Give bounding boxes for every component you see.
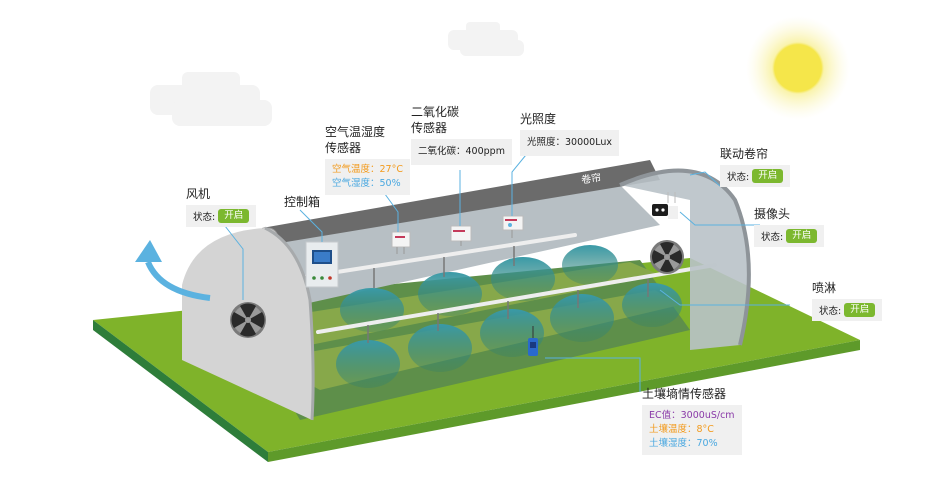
co2-title-line1: 二氧化碳 bbox=[411, 105, 460, 119]
leader-lines bbox=[224, 149, 790, 392]
co2-readings: 二氧化碳：400ppm bbox=[411, 139, 512, 165]
status-label: 状态: bbox=[819, 306, 842, 317]
sprinkler-status: 状态: 开启 bbox=[812, 299, 883, 321]
air-sensor-label: 空气温湿度 传感器 空气温度：27°C 空气湿度：50% bbox=[325, 124, 410, 195]
camera-device bbox=[652, 192, 678, 219]
curtain-label: 联动卷帘 状态: 开启 bbox=[720, 146, 791, 187]
air-sensor-readings: 空气温度：27°C 空气湿度：50% bbox=[325, 159, 410, 195]
curtain-banner-label: 卷帘 bbox=[580, 172, 602, 187]
soil-sensor-device bbox=[528, 326, 538, 356]
air-sensor-device bbox=[391, 231, 411, 254]
fan-icon bbox=[230, 302, 266, 338]
sun-icon bbox=[746, 16, 850, 120]
camera-status: 状态: 开启 bbox=[754, 225, 825, 247]
soil-readings: EC值：3000uS/cm 土壤温度：8°C 土壤湿度：70% bbox=[642, 405, 742, 455]
air-humidity-value: 空气湿度：50% bbox=[332, 178, 401, 189]
light-sensor-device bbox=[502, 215, 524, 238]
fan-title: 风机 bbox=[186, 187, 211, 201]
light-value: 光照度：30000Lux bbox=[527, 137, 612, 148]
status-label: 状态: bbox=[727, 172, 750, 183]
control-box-device bbox=[305, 241, 339, 288]
fan-label: 风机 状态: 开启 bbox=[186, 186, 257, 227]
air-sensor-title-line2: 传感器 bbox=[325, 141, 362, 155]
camera-title: 摄像头 bbox=[754, 207, 791, 221]
soil-sensor-label: 土壤墒情传感器 EC值：3000uS/cm 土壤温度：8°C 土壤湿度：70% bbox=[642, 386, 742, 455]
soil-humidity-value: 土壤湿度：70% bbox=[649, 438, 718, 449]
cloud-icon bbox=[448, 22, 524, 56]
air-temperature-value: 空气温度：27°C bbox=[332, 164, 403, 175]
sprinkler-pipes bbox=[303, 233, 717, 334]
co2-value: 二氧化碳：400ppm bbox=[418, 146, 505, 157]
curtain-title: 联动卷帘 bbox=[720, 147, 769, 161]
cloud-icon bbox=[150, 72, 272, 126]
sprinkler-status-badge[interactable]: 开启 bbox=[844, 303, 876, 317]
fan-status: 状态: 开启 bbox=[186, 205, 257, 227]
status-label: 状态: bbox=[193, 212, 216, 223]
camera-label: 摄像头 状态: 开启 bbox=[754, 206, 825, 247]
air-sensor-title-line1: 空气温湿度 bbox=[325, 125, 386, 139]
light-sensor-label: 光照度 光照度：30000Lux bbox=[520, 111, 619, 156]
soil-temperature-value: 土壤温度：8°C bbox=[649, 424, 714, 435]
co2-sensor-label: 二氧化碳 传感器 二氧化碳：400ppm bbox=[411, 104, 512, 165]
soil-title: 土壤墒情传感器 bbox=[642, 387, 727, 401]
co2-sensor-device bbox=[450, 225, 472, 246]
fan-status-badge[interactable]: 开启 bbox=[218, 209, 250, 223]
soil-ec-value: EC值：3000uS/cm bbox=[649, 410, 735, 421]
sprinkler-title: 喷淋 bbox=[812, 281, 837, 295]
curtain-status-badge[interactable]: 开启 bbox=[752, 169, 784, 183]
co2-title-line2: 传感器 bbox=[411, 121, 448, 135]
curtain-status: 状态: 开启 bbox=[720, 165, 791, 187]
control-box-title: 控制箱 bbox=[284, 195, 321, 209]
sprinkler-label: 喷淋 状态: 开启 bbox=[812, 280, 883, 321]
airflow-arrow-icon bbox=[135, 240, 211, 301]
light-title: 光照度 bbox=[520, 112, 557, 126]
light-readings: 光照度：30000Lux bbox=[520, 130, 619, 156]
status-label: 状态: bbox=[761, 232, 784, 243]
fan-icon bbox=[650, 240, 684, 274]
control-box-label: 控制箱 bbox=[284, 194, 320, 210]
camera-status-badge[interactable]: 开启 bbox=[786, 229, 818, 243]
